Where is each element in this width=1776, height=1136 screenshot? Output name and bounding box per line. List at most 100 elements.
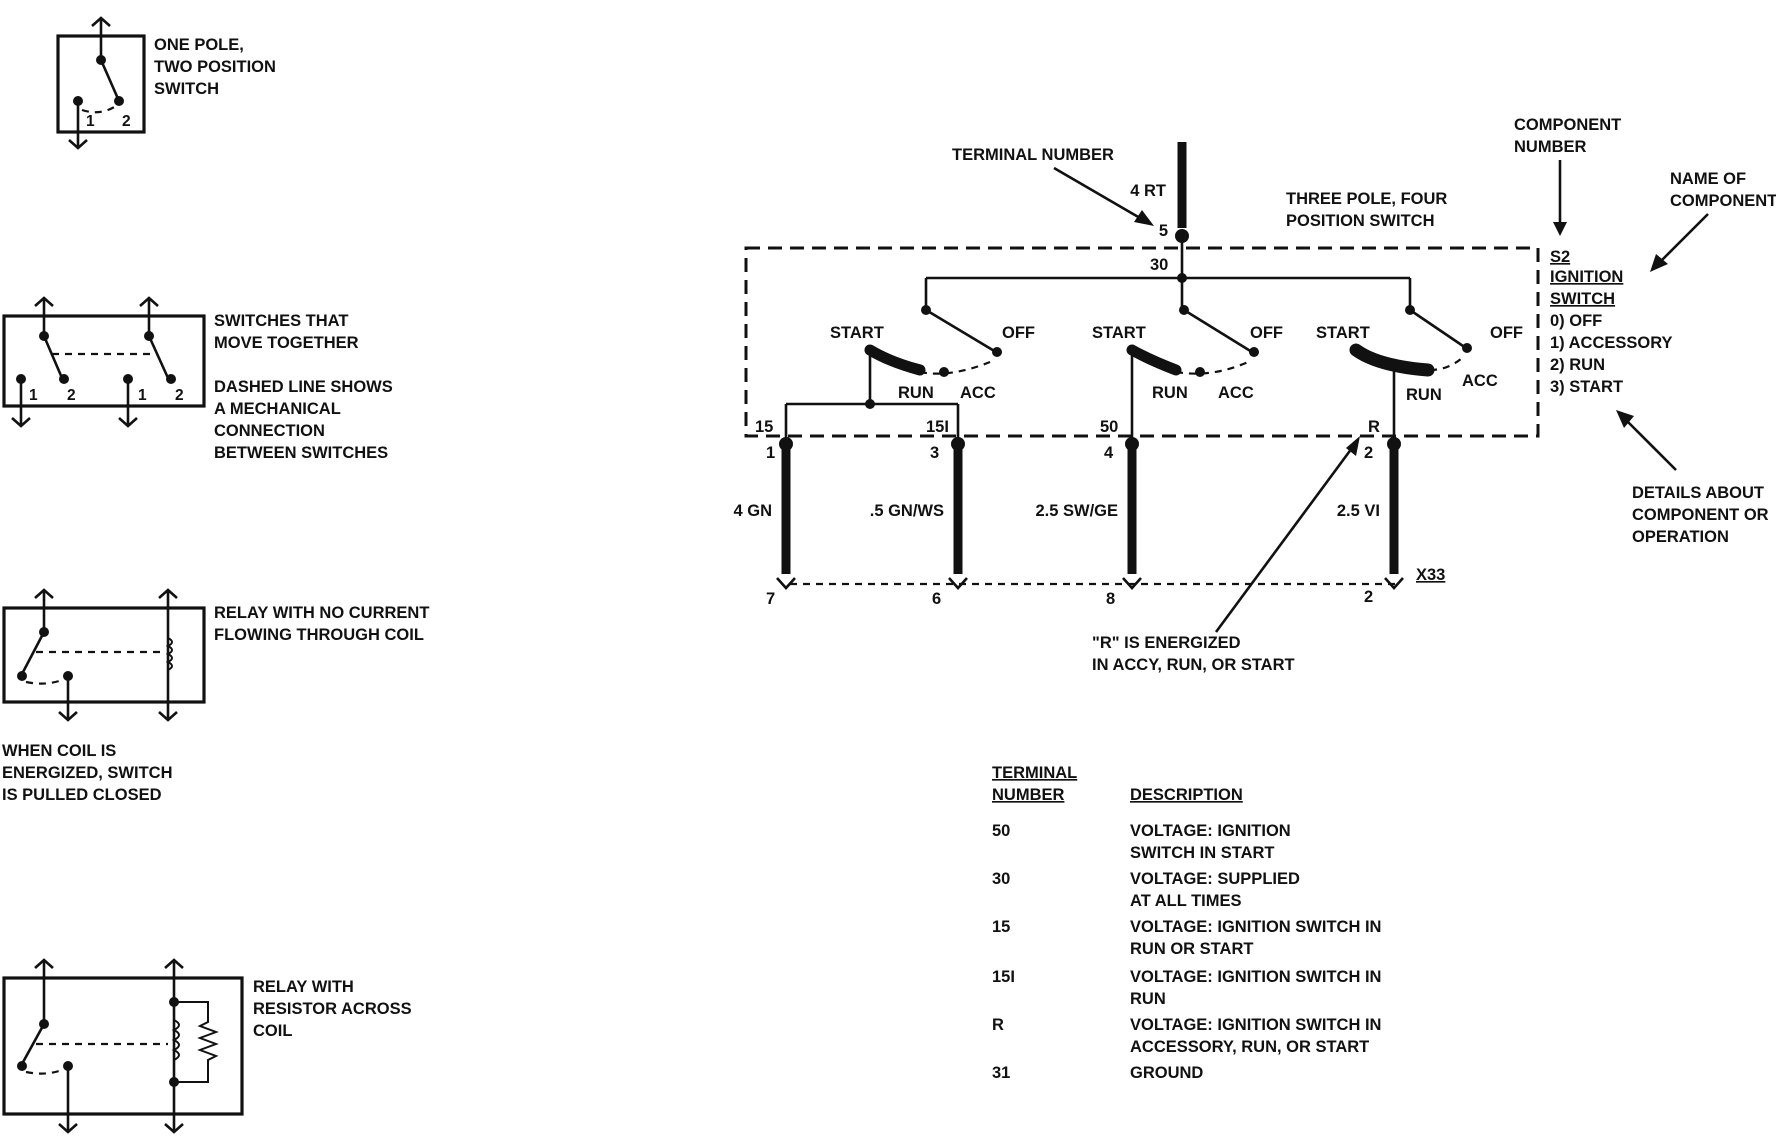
table-row-terminal: 15 (992, 918, 1010, 936)
wire3-color-label: 2.5 SW/GE (1035, 502, 1118, 520)
table-row-description-2: RUN (1130, 990, 1166, 1008)
r-note-line-1: "R" IS ENERGIZED (1092, 634, 1241, 652)
table-row-terminal: R (992, 1016, 1004, 1034)
common-terminal-label: 30 (1150, 256, 1168, 274)
pole3-off-label: OFF (1490, 324, 1523, 342)
table-row: R VOLTAGE: IGNITION SWITCH IN ACCESSORY,… (992, 1016, 1381, 1056)
legend-relay-open: RELAY WITH NO CURRENT FLOWING THROUGH CO… (2, 588, 429, 804)
ganged-caption-1: SWITCHES THAT (214, 312, 348, 330)
component-boundary (744, 246, 1540, 438)
position-2-label: 2 (122, 113, 131, 130)
switch-type-line-1: THREE POLE, FOUR (1286, 190, 1447, 208)
pole3-start-label: START (1316, 324, 1370, 342)
pole1-off-label: OFF (1002, 324, 1035, 342)
pole2-start-label: START (1092, 324, 1146, 342)
table-row-description-2: AT ALL TIMES (1130, 892, 1242, 910)
component-number-callout-2: NUMBER (1514, 138, 1586, 156)
name-of-component-callout-2: COMPONENT (1670, 192, 1776, 210)
terminal-up-icon (91, 16, 111, 27)
position-off: 0) OFF (1550, 312, 1602, 330)
position-start: 3) START (1550, 378, 1623, 396)
table-row-description-2: RUN OR START (1130, 940, 1253, 958)
table-row-terminal: 15I (992, 968, 1015, 986)
legend-relay-resistor: RELAY WITH RESISTOR ACROSS COIL (2, 958, 412, 1134)
arrow-icon (1616, 410, 1634, 428)
terminal-15-label: 15 (755, 418, 773, 436)
start-contact-arc (1349, 343, 1435, 377)
legend-ganged-switches: 1 2 1 2 SWITCHES THAT MOVE TOGETHER DASH… (2, 296, 393, 462)
table-header-terminal-1: TERMINAL (992, 764, 1077, 782)
table-row: 50 VOLTAGE: IGNITION SWITCH IN START (992, 822, 1291, 862)
switch-a-position-2: 2 (67, 387, 76, 404)
coil-icon (165, 637, 173, 671)
arrow-icon (1346, 436, 1360, 456)
switch-a-position-1: 1 (29, 387, 38, 404)
terminal-up-icon (164, 958, 184, 969)
table-row: 15 VOLTAGE: IGNITION SWITCH IN RUN OR ST… (992, 918, 1381, 958)
arrow-icon (1134, 210, 1154, 226)
wire4-connector-pin: 2 (1364, 588, 1373, 606)
component-number-callout-1: COMPONENT (1514, 116, 1621, 134)
start-contact-arc (1126, 344, 1182, 376)
position-run: 2) RUN (1550, 356, 1605, 374)
table-header-terminal-2: NUMBER (992, 786, 1064, 804)
wire1-connector-pin: 7 (766, 590, 775, 608)
pole3-run-label: RUN (1406, 386, 1442, 404)
details-callout-1: DETAILS ABOUT (1632, 484, 1764, 502)
terminal-50-label: 50 (1100, 418, 1118, 436)
ganged-caption-4: A MECHANICAL (214, 400, 341, 418)
output-wire-1: 1 4 GN 7 (733, 437, 796, 608)
pole2-off-label: OFF (1250, 324, 1283, 342)
relay-resistor-box (2, 976, 244, 1116)
output-wire-2: 3 .5 GN/WS 6 (870, 437, 968, 608)
terminal-up-icon (34, 958, 54, 969)
relay-open-note-2: ENERGIZED, SWITCH (2, 764, 173, 782)
pole2-run-label: RUN (1152, 384, 1188, 402)
terminal-up-icon (34, 588, 54, 599)
terminal-down-icon (58, 711, 78, 722)
terminal-description-table: TERMINAL NUMBER DESCRIPTION 50 VOLTAGE: … (992, 764, 1381, 1082)
terminal-down-icon (158, 711, 178, 722)
relay-open-box (2, 606, 206, 704)
table-row-description-2: ACCESSORY, RUN, OR START (1130, 1038, 1369, 1056)
pole1-run-label: RUN (898, 384, 934, 402)
table-row-description-1: VOLTAGE: IGNITION SWITCH IN (1130, 1016, 1381, 1034)
wire2-color-label: .5 GN/WS (870, 502, 944, 520)
table-row-terminal: 50 (992, 822, 1010, 840)
connector-x33-label: X33 (1416, 566, 1445, 584)
ganged-caption-2: MOVE TOGETHER (214, 334, 359, 352)
ganged-switch-box (2, 314, 206, 408)
terminal-up-icon (34, 296, 54, 307)
table-row-terminal: 30 (992, 870, 1010, 888)
name-of-component-callout-1: NAME OF (1670, 170, 1746, 188)
wire4-color-label: 2.5 VI (1337, 502, 1380, 520)
position-1-label: 1 (86, 113, 95, 130)
wire4-pin-label: 2 (1364, 444, 1373, 462)
wire1-color-label: 4 GN (733, 502, 772, 520)
wire1-pin-label: 1 (766, 444, 775, 462)
switch-type-line-2: POSITION SWITCH (1286, 212, 1435, 230)
output-wire-4: 2 2.5 VI 2 (1337, 437, 1404, 606)
pole1-acc-label: ACC (960, 384, 996, 402)
supply-wire-label: 4 RT (1130, 182, 1166, 200)
relay-resistor-caption-1: RELAY WITH (253, 978, 354, 996)
output-wire-3: 4 2.5 SW/GE 8 (1035, 437, 1142, 608)
table-row: 31 GROUND (992, 1064, 1203, 1082)
relay-resistor-caption-3: COIL (253, 1022, 292, 1040)
terminal-down-icon (164, 1123, 184, 1134)
component-id: S2 (1550, 248, 1570, 266)
wire3-connector-pin: 8 (1106, 590, 1115, 608)
arrow-icon (1553, 222, 1567, 236)
switch-b-position-1: 1 (138, 387, 147, 404)
pole1-start-label: START (830, 324, 884, 342)
ignition-switch-diagram: 4 RT 5 30 TERMINAL NUMBER START OFF RUN … (733, 116, 1776, 674)
one-pole-caption-2: TWO POSITION (154, 58, 276, 76)
terminal-down-icon (11, 417, 31, 428)
terminal-number-callout: TERMINAL NUMBER (952, 146, 1114, 164)
r-note-line-2: IN ACCY, RUN, OR START (1092, 656, 1295, 674)
relay-resistor-caption-2: RESISTOR ACROSS (253, 1000, 412, 1018)
terminal-down-icon (68, 139, 88, 150)
component-name-line-2: SWITCH (1550, 290, 1615, 308)
relay-open-note-3: IS PULLED CLOSED (2, 786, 162, 804)
